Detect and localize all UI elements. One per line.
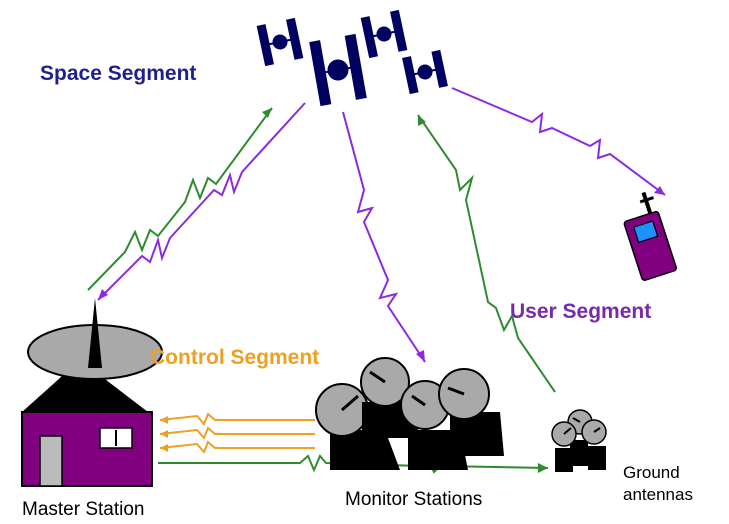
satellite-1-icon: [256, 17, 304, 67]
signal-links: [87, 87, 666, 474]
satellite-2-icon: [309, 33, 367, 107]
master-station-label: Master Station: [22, 499, 145, 520]
master-to-ground-arrowhead: [538, 463, 548, 473]
downlink-satellite-to-user: [451, 87, 666, 196]
space-segment-label: Space Segment: [40, 62, 196, 85]
master-door: [39, 435, 63, 487]
control-link-1-arrowhead: [160, 416, 168, 424]
satellite-4-icon: [402, 49, 448, 95]
master-feed-horn: [88, 298, 102, 368]
control-link-3: [159, 440, 315, 454]
downlink-user-arrowhead: [654, 186, 665, 195]
control-link-1: [159, 412, 315, 426]
uplink-ground-to-satellite: [417, 114, 556, 393]
monitor-stations-icon: [315, 357, 504, 470]
downlink-satellite-to-monitor: [342, 111, 426, 363]
satellite-constellation: [256, 9, 448, 107]
master-roof: [22, 360, 148, 412]
master-station-icon: [21, 298, 163, 487]
user-receiver-icon: [623, 191, 677, 281]
control-link-2: [159, 426, 315, 440]
monitor-dish-4: [438, 368, 504, 456]
ground-antennas-icon: [551, 409, 607, 472]
downlink-satellite-to-master: [97, 102, 306, 301]
uplink-master-to-satellite: [87, 107, 273, 291]
control-segment-label: Control Segment: [150, 346, 319, 369]
downlink-monitor-arrowhead: [416, 350, 425, 362]
ground-antennas-label-line2: antennas: [623, 485, 693, 504]
downlink-master-arrowhead: [98, 289, 108, 300]
control-link-3-arrowhead: [160, 444, 168, 452]
uplink-master-arrowhead: [262, 108, 272, 118]
ground-antennas-label-line1: Ground: [623, 463, 680, 482]
user-segment-label: User Segment: [510, 300, 651, 323]
satellite-3-icon: [360, 9, 408, 59]
uplink-ground-arrowhead: [418, 115, 426, 126]
monitor-stations-label: Monitor Stations: [345, 489, 482, 510]
control-link-2-arrowhead: [160, 430, 168, 438]
